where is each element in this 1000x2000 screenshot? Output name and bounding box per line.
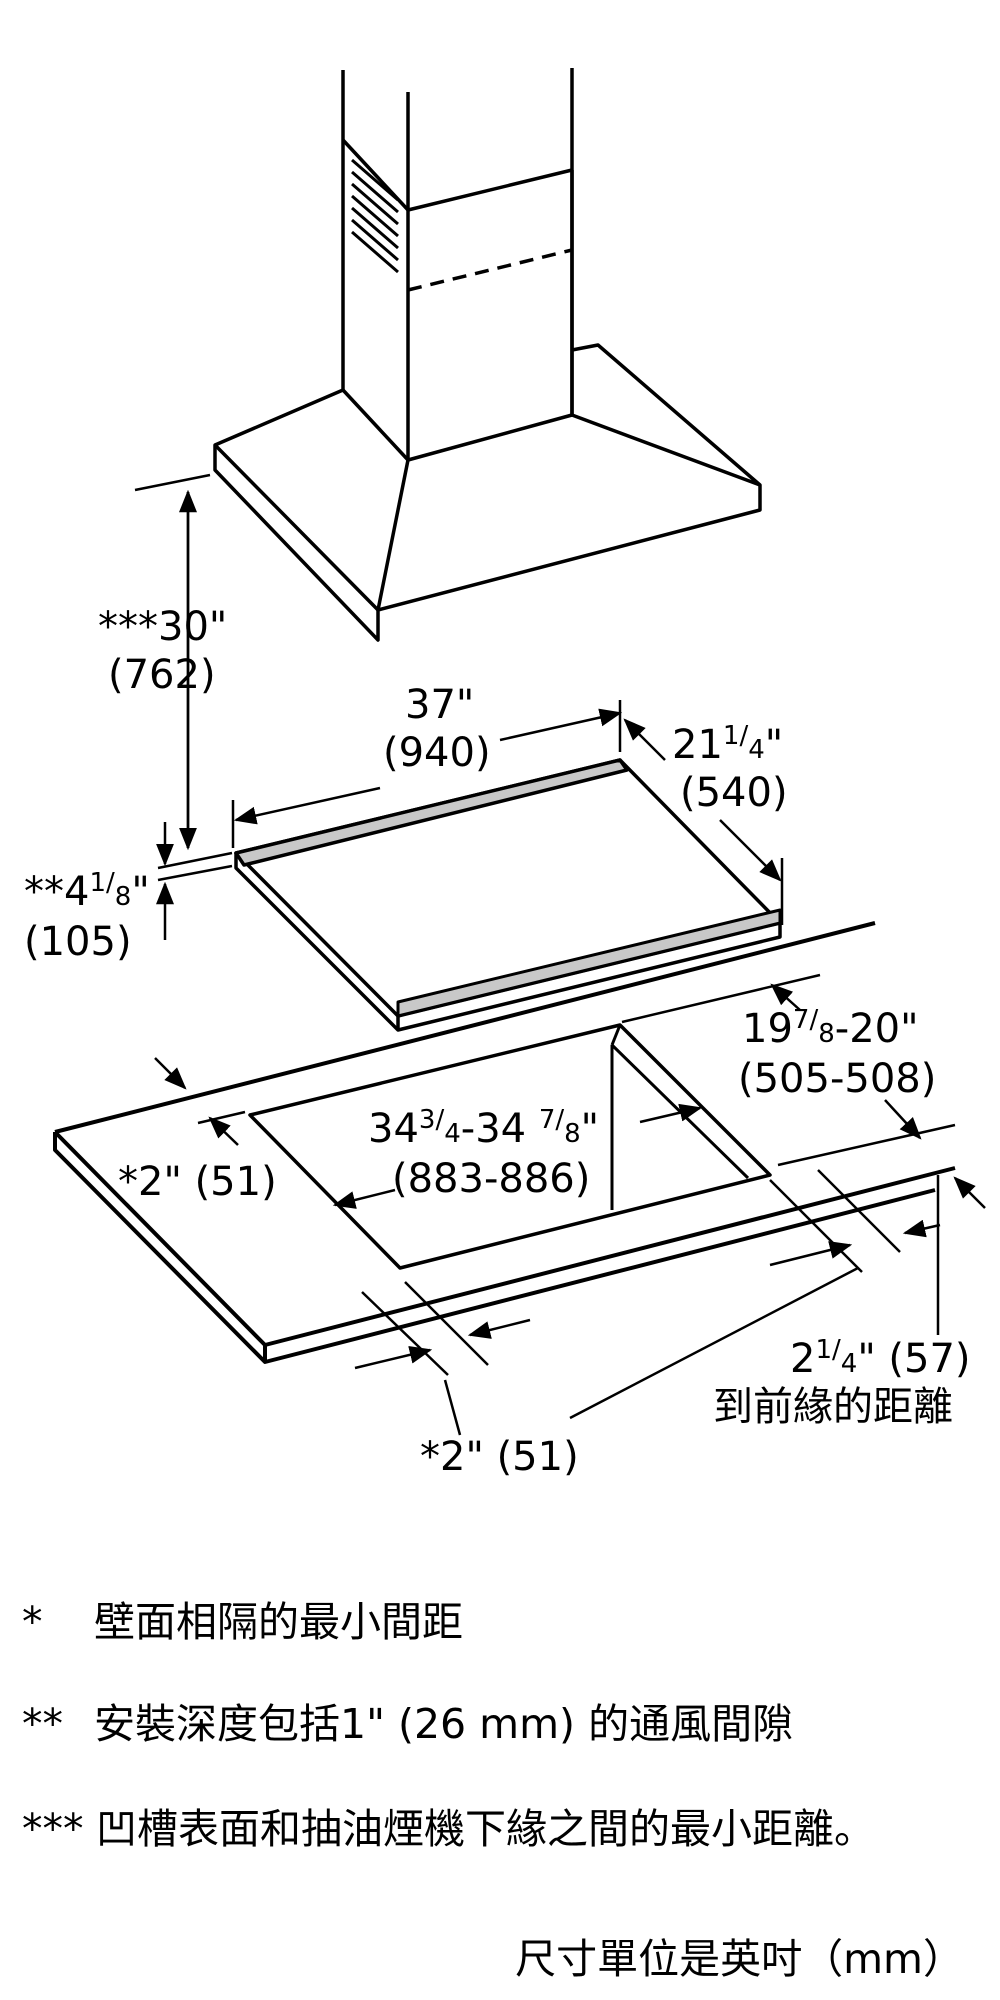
installation-depth-imperial-label: **41/8" [24,868,150,915]
cutout-depth-imperial-label: 197/8-20" [742,1005,919,1052]
hood-height-dimension [134,473,211,851]
cutout-depth-metric-label: (505-508) [738,1056,936,1102]
note-wall-clearance: * 壁面相隔的最小間距 [22,1588,463,1648]
hood-height-metric-label: (762) [108,652,216,698]
cooktop-depth-imperial-label: 211/4" [672,721,783,768]
front-edge-caption: 到前緣的距離 [713,1384,953,1430]
installation-diagram: ***30" (762) 37" (940) 211/4" (540) **41… [24,68,986,1480]
cooktop-depth-dimension [623,718,784,925]
note-text: 壁面相隔的最小間距 [94,1598,463,1646]
note-hood-distance: ***凹槽表面和抽油煙機下緣之間的最小距離。 [22,1795,875,1855]
vent-slots [351,158,399,274]
cooktop-depth-metric-label: (540) [680,770,788,816]
note-installation-depth: ** 安裝深度包括1" (26 mm) 的通風間隙 [22,1690,793,1750]
range-hood [213,68,762,642]
installation-depth-dimension [156,822,233,940]
note-text: 安裝深度包括1" (26 mm) 的通風間隙 [94,1700,794,1748]
cutout-depth-dimension [621,973,956,1167]
units-caption: 尺寸單位是英吋（mm） [515,1935,964,1983]
cutout-width-dimension [332,1103,703,1209]
installation-depth-metric-label: (105) [24,919,132,965]
note-mark: * [22,1598,43,1646]
cooktop-width-dimension [231,700,623,848]
hood-height-imperial-label: ***30" [98,604,227,650]
cooktop [234,758,782,1032]
note-mark: ** [22,1700,63,1748]
cooktop-width-metric-label: (940) [383,730,491,776]
note-mark: *** [22,1805,84,1853]
cooktop-width-imperial-label: 37" [405,682,474,728]
countertop [53,921,956,1364]
cutout-width-imperial-label: 343/4-34 7/8" [368,1105,599,1152]
cutout-width-metric-label: (883-886) [392,1156,590,1202]
bottom-clearance-label: *2" (51) [420,1434,579,1480]
left-clearance-dimension [154,1057,246,1146]
note-text: 凹槽表面和抽油煙機下緣之間的最小距離。 [96,1805,875,1853]
front-edge-imperial-label: 21/4" (57) [790,1335,971,1382]
left-clearance-label: *2" (51) [118,1159,277,1205]
front-edge-dimension [569,1169,986,1420]
bottom-clearance-dimension [354,1281,531,1436]
